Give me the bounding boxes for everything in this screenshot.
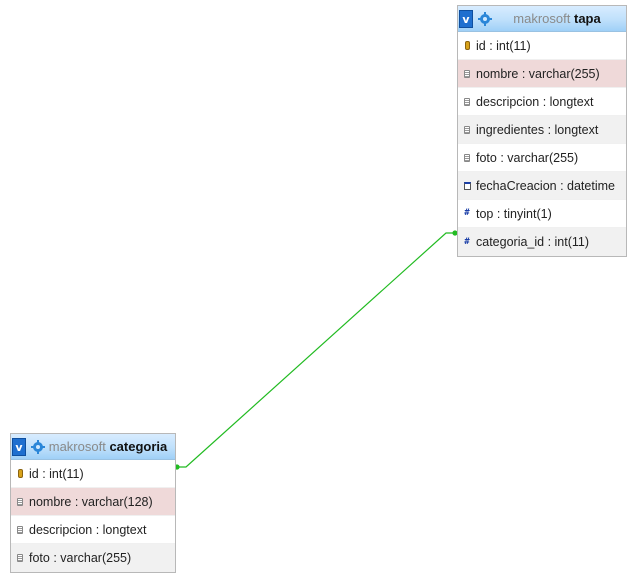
column-label: descripcion : longtext [29, 522, 147, 537]
date-icon [462, 181, 472, 190]
column-label: categoria_id : int(11) [476, 235, 590, 249]
table-title: makrosoft categoria [45, 439, 175, 454]
text-icon [462, 97, 472, 106]
text-icon [462, 69, 472, 78]
column-label: fechaCreacion : datetime [476, 178, 615, 193]
column-row[interactable]: fechaCreacion : datetime [458, 172, 626, 200]
column-row[interactable]: id : int(11) [458, 32, 626, 60]
column-label: ingredientes : longtext [476, 122, 599, 137]
text-icon [462, 153, 472, 162]
column-label: id : int(11) [29, 466, 84, 481]
column-label: foto : varchar(255) [476, 150, 579, 165]
table-header-tapa[interactable]: v makrosoft tapa [458, 6, 626, 32]
database-name: makrosoft [513, 11, 571, 26]
toggle-button[interactable]: v [12, 437, 26, 456]
gear-icon[interactable] [31, 439, 45, 454]
column-row[interactable]: nombre : varchar(255) [458, 60, 626, 88]
column-row[interactable]: nombre : varchar(128) [11, 488, 175, 516]
table-title: makrosoft tapa [492, 11, 626, 26]
column-label: id : int(11) [476, 38, 531, 53]
column-label: descripcion : longtext [476, 94, 594, 109]
table-header-categoria[interactable]: v makrosoft categoria [11, 434, 175, 460]
column-label: nombre : varchar(128) [29, 494, 153, 509]
column-row[interactable]: foto : varchar(255) [11, 544, 175, 572]
column-row[interactable]: descripcion : longtext [11, 516, 175, 544]
key-icon [15, 469, 25, 478]
toggle-button[interactable]: v [459, 9, 473, 28]
column-label: nombre : varchar(255) [476, 66, 600, 81]
column-row[interactable]: # top : tinyint(1) [458, 200, 626, 228]
database-name: makrosoft [48, 439, 106, 454]
relation-line-categoria-tapa [176, 232, 458, 468]
gear-icon[interactable] [478, 11, 492, 26]
text-icon [15, 525, 25, 534]
table-tapa[interactable]: v makrosoft tapa id : int(11) [457, 5, 627, 257]
column-row[interactable]: ingredientes : longtext [458, 116, 626, 144]
key-icon [462, 41, 472, 50]
table-name: categoria [109, 439, 168, 454]
text-icon [15, 554, 25, 562]
column-row[interactable]: foto : varchar(255) [458, 144, 626, 172]
column-row[interactable]: # categoria_id : int(11) [458, 228, 626, 256]
column-row[interactable]: descripcion : longtext [458, 88, 626, 116]
table-categoria[interactable]: v makrosoft categoria id : int(11) [10, 433, 176, 573]
number-icon: # [464, 208, 470, 218]
text-icon [462, 125, 472, 134]
column-row[interactable]: id : int(11) [11, 460, 175, 488]
number-icon: # [464, 236, 470, 247]
text-icon [15, 497, 25, 506]
table-name: tapa [573, 11, 601, 26]
column-label: top : tinyint(1) [476, 206, 552, 221]
column-label: foto : varchar(255) [29, 551, 132, 565]
